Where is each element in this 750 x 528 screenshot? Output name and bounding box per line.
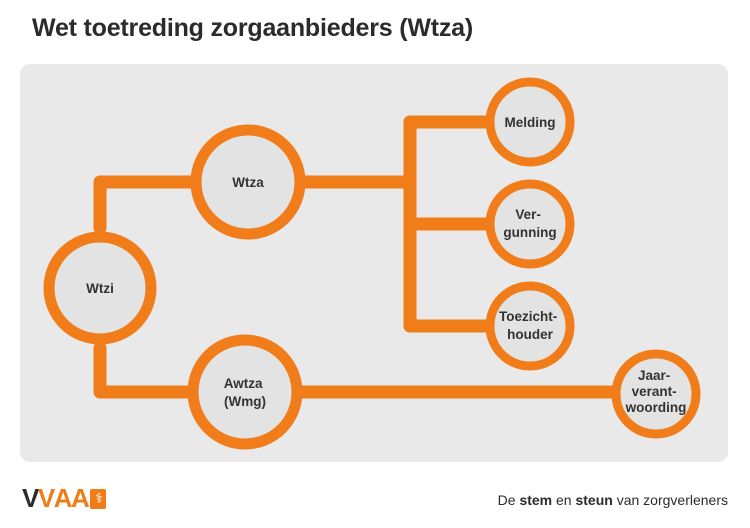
node-vergunning-label: Ver- gunning: [503, 207, 556, 240]
tagline: De stem en steun van zorgverleners: [498, 492, 728, 508]
node-wtza: Wtza: [190, 124, 306, 240]
connector-wtzi-awtza: [93, 341, 207, 399]
tagline-part-5: van zorgverleners: [612, 492, 728, 508]
tagline-part-3: en: [552, 492, 576, 508]
node-toezichthouder: Toezicht- houder: [485, 281, 575, 371]
node-wtzi-label: Wtzi: [86, 281, 114, 296]
node-jaarverantwoording-label: Jaar- verant- woording: [625, 368, 687, 415]
page-title: Wet toetreding zorgaanbieders (Wtza): [32, 14, 473, 42]
logo-v2: V: [37, 483, 55, 513]
node-wtza-label: Wtza: [232, 175, 264, 190]
node-toezichthouder-label: Toezicht- houder: [499, 309, 561, 342]
node-awtza-label: Awtza (Wmg): [224, 376, 267, 409]
tagline-stem: stem: [519, 492, 553, 508]
node-vergunning: Ver- gunning: [485, 179, 575, 269]
logo-mark-icon: ⚕: [90, 488, 107, 509]
node-melding-label: Melding: [505, 115, 556, 130]
logo-aa: AA: [53, 483, 90, 513]
connector-wtzi-wtza: [93, 175, 207, 235]
node-wtzi: Wtzi: [43, 231, 157, 345]
node-melding: Melding: [485, 77, 575, 167]
node-jaarverantwoording: Jaar- verant- woording: [611, 349, 701, 439]
node-awtza: Awtza (Wmg): [187, 334, 303, 450]
logo-v1: V: [22, 483, 39, 513]
tagline-steun: steun: [575, 492, 613, 508]
connector-lines: [93, 115, 622, 399]
tagline-part-1: De: [497, 492, 520, 508]
